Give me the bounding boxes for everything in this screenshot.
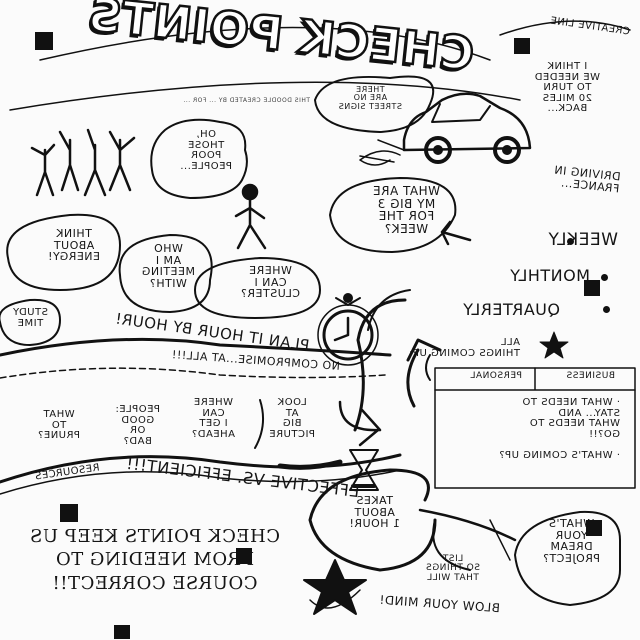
scan-mark [114,625,130,639]
study-time-note: STUDY TIME [12,307,48,329]
table-bullets: · WHAT NEEDS TO STAY... AND WHAT NEEDS T… [498,397,620,461]
energy-note: THINK ABOUT ENERGY! [47,227,100,264]
credit-line: THIS DOODLE CREATED BY ... FOR ... [182,97,310,104]
all-things-heading: ALL THINGS COMING UP: [408,337,520,359]
bullet-dot [603,306,610,313]
cluster-note: WHERE CAN I CLUSTER? [240,264,300,301]
cadence-monthly: MONTHLY [509,266,590,285]
personal-column-header: PERSONAL [469,371,522,381]
cadence-weekly: WEEKLY [547,230,618,250]
scan-mark [236,548,252,564]
poor-people-thought: OH, THOSE POOR PEOPLE... [179,129,232,172]
takes-about-an-hour: TAKES ABOUT 1 HOUR! [348,494,400,531]
car-icon [402,92,532,164]
bullet-dot [567,238,574,245]
big-three-question: WHAT ARE MY BIG 3 FOR THE WEEK? [372,184,440,236]
big-picture-note: LOOK AT BIG PICTURE [268,397,315,440]
prune-question: WHAT TO PRUNE? [37,409,80,441]
scan-mark [35,32,53,50]
list-note: LIST SO THINGS THAT WILL [425,554,481,583]
scan-mark [586,520,602,536]
street-signs-note: THERE ARE NO STREET SIGNS [338,85,402,111]
scan-mark [584,280,600,296]
hourglass-icon [349,449,379,491]
stick-figures [30,128,267,250]
cadence-quarterly: QUARTERLY [462,300,560,319]
meeting-note: WHO AM I MEETING WITH? [141,242,195,290]
people-question: PEOPLE: GOOD OR BAD? [114,404,160,447]
turn-back-note: I THINK WE NEEDED TO TURN 20 MILES BACK.… [534,61,600,114]
scan-mark [514,38,530,54]
get-ahead-question: WHERE CAN I GET AHEAD? [191,397,235,440]
bullet-dot [601,274,608,281]
business-column-header: BUSINESS [566,371,615,381]
scan-mark [60,504,78,522]
clock-icon [317,293,379,366]
